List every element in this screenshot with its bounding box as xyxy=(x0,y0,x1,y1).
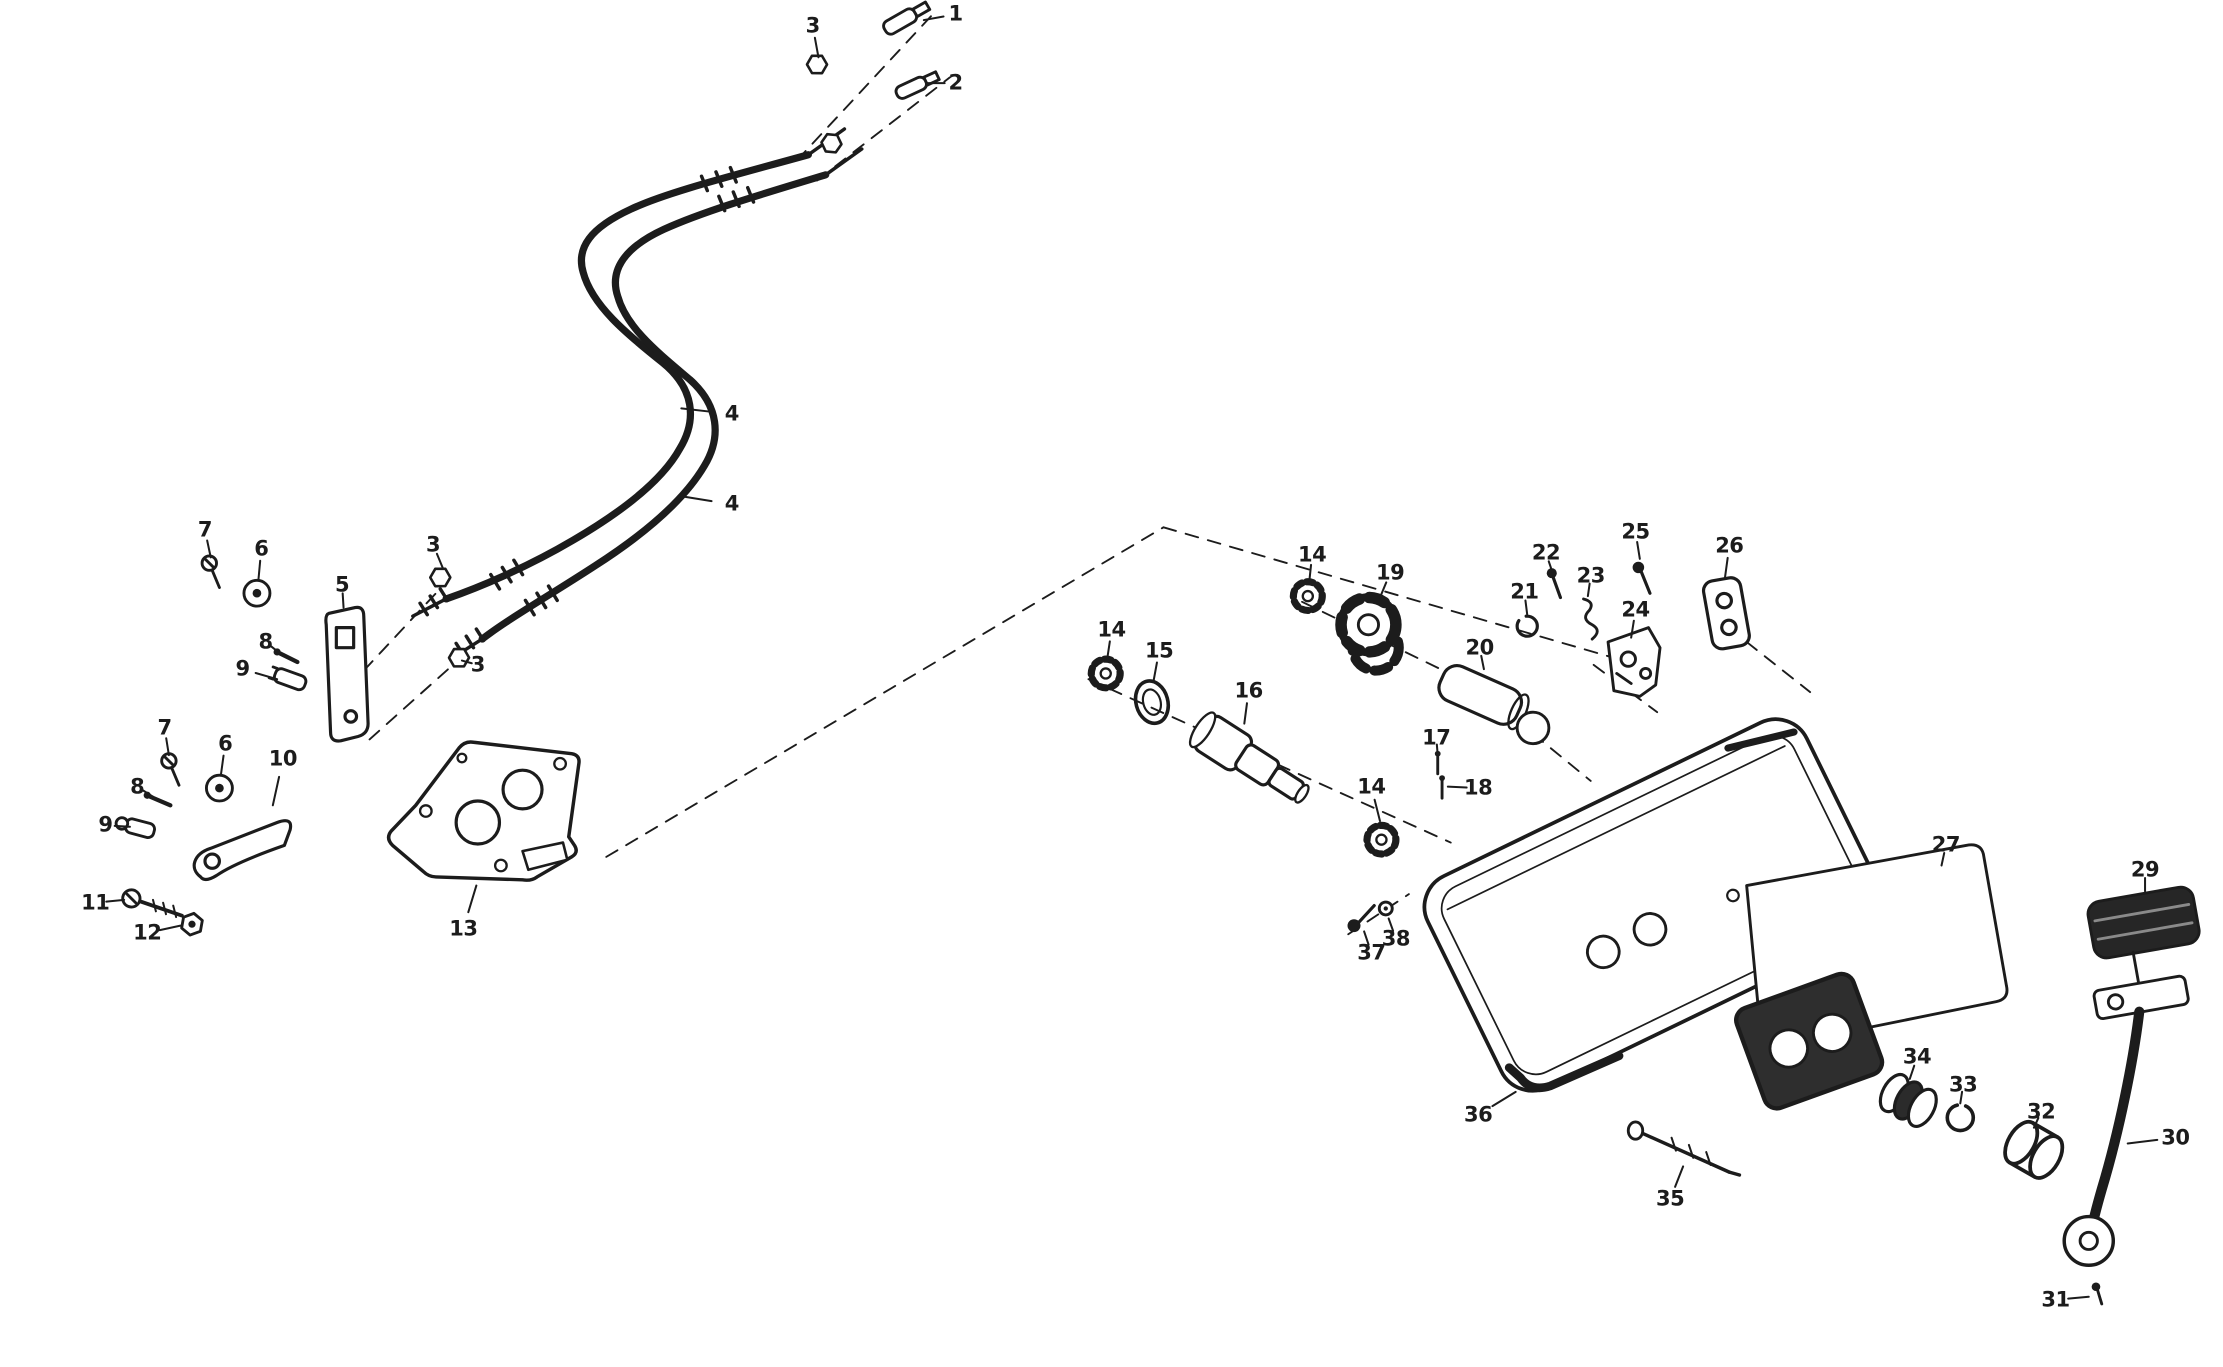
pin-18 xyxy=(1439,775,1445,800)
screw-7b xyxy=(160,752,181,787)
lock-washer-14c xyxy=(1367,825,1396,854)
plate-26 xyxy=(1701,576,1751,651)
ring-33 xyxy=(1945,1102,1976,1133)
nut-12 xyxy=(179,910,205,939)
anchor-bracket-5 xyxy=(324,605,370,743)
callout-leader-line xyxy=(1106,640,1111,661)
callout-leader-line xyxy=(254,671,279,681)
callout-leader-line xyxy=(1636,540,1641,560)
throttle-grip-29 xyxy=(2086,885,2201,960)
callout-leader-line xyxy=(2126,1138,2159,1145)
leader-lines xyxy=(105,15,2159,1300)
cable-end-fitting-2 xyxy=(894,70,941,100)
callout-leader-line xyxy=(1524,599,1529,616)
sleeve-32 xyxy=(2003,1120,2065,1180)
callout-leader-line xyxy=(1586,582,1591,598)
cylinder-20 xyxy=(1437,664,1551,746)
switch-panel xyxy=(1734,971,1885,1111)
callout-leader-line xyxy=(113,824,131,828)
control-housing-36 xyxy=(1422,717,1886,1093)
callout-leader-line xyxy=(1387,917,1395,932)
washer-38 xyxy=(1377,900,1394,917)
callout-leader-line xyxy=(1446,785,1468,789)
control-lever-30 xyxy=(2062,950,2190,1267)
screw-31 xyxy=(2091,1282,2104,1306)
callout-leader-line xyxy=(1723,556,1729,579)
callout-leader-line xyxy=(467,884,478,914)
callout-leader-line xyxy=(341,592,345,609)
callout-leader-line xyxy=(1547,560,1555,576)
mounting-plate-13 xyxy=(386,740,581,882)
callout-leader-line xyxy=(1940,852,1946,867)
callout-leader-line xyxy=(677,494,713,503)
grooved-bushing-34 xyxy=(1878,1072,1938,1128)
callout-leader-line xyxy=(1373,798,1382,823)
shaft-assembly-16 xyxy=(1188,711,1310,804)
callout-leader-line xyxy=(680,407,714,413)
callout-leader-line xyxy=(435,552,445,570)
callout-leader-line xyxy=(158,924,182,932)
alignment-dashed-lines xyxy=(362,10,1812,936)
bracket-24 xyxy=(1606,626,1662,698)
callout-leader-line xyxy=(2032,1116,2040,1129)
callout-leader-line xyxy=(1491,1090,1517,1108)
screw-37 xyxy=(1347,904,1376,933)
callout-leader-line xyxy=(105,898,126,903)
lock-washer-14b xyxy=(1293,582,1322,611)
callout-leader-line xyxy=(813,36,820,59)
cable-threaded-ends xyxy=(411,127,864,661)
callout-leader-line xyxy=(270,645,282,655)
callout-leader-line xyxy=(1243,702,1248,725)
callout-leader-line xyxy=(257,559,262,582)
callout-leader-line xyxy=(1630,619,1635,639)
callout-leader-line xyxy=(219,754,225,777)
washer-6a xyxy=(242,578,272,608)
hex-nuts xyxy=(426,50,845,672)
callout-leader-line xyxy=(1674,1165,1685,1188)
cable-terminal-9b xyxy=(114,816,156,839)
callout-leader-line xyxy=(1308,563,1313,583)
gear-coupler-19 xyxy=(1335,591,1404,676)
lock-washer-14a xyxy=(1091,659,1120,688)
screw-7a xyxy=(200,554,221,589)
callout-leader-line xyxy=(1480,654,1485,671)
screw-11 xyxy=(121,888,184,919)
callout-leader-line xyxy=(1152,661,1158,684)
callout-leader-line xyxy=(1959,1090,1964,1105)
callout-leader-line xyxy=(206,539,212,559)
washer-6b xyxy=(204,773,234,803)
callout-leader-line xyxy=(2067,1295,2090,1300)
callout-leader-line xyxy=(142,789,155,798)
callout-leader-line xyxy=(922,15,945,22)
callout-leader-line xyxy=(1908,1064,1916,1080)
callout-leader-line xyxy=(271,775,281,807)
callout-leader-line xyxy=(1378,581,1388,599)
seal-ring-15 xyxy=(1133,679,1171,726)
screw-25 xyxy=(1632,561,1652,595)
lever-arm-10 xyxy=(192,819,293,882)
callout-leader-line xyxy=(1363,930,1370,946)
spring-clip-23 xyxy=(1582,597,1599,641)
callout-leader-line xyxy=(1435,743,1439,757)
control-cables xyxy=(442,151,830,643)
callout-leader-line xyxy=(460,659,473,665)
retainer-ring-21 xyxy=(1515,614,1539,638)
cable-end-fitting-1 xyxy=(882,0,932,36)
callout-leader-line xyxy=(165,737,170,757)
screw-35 xyxy=(1626,1120,1742,1177)
